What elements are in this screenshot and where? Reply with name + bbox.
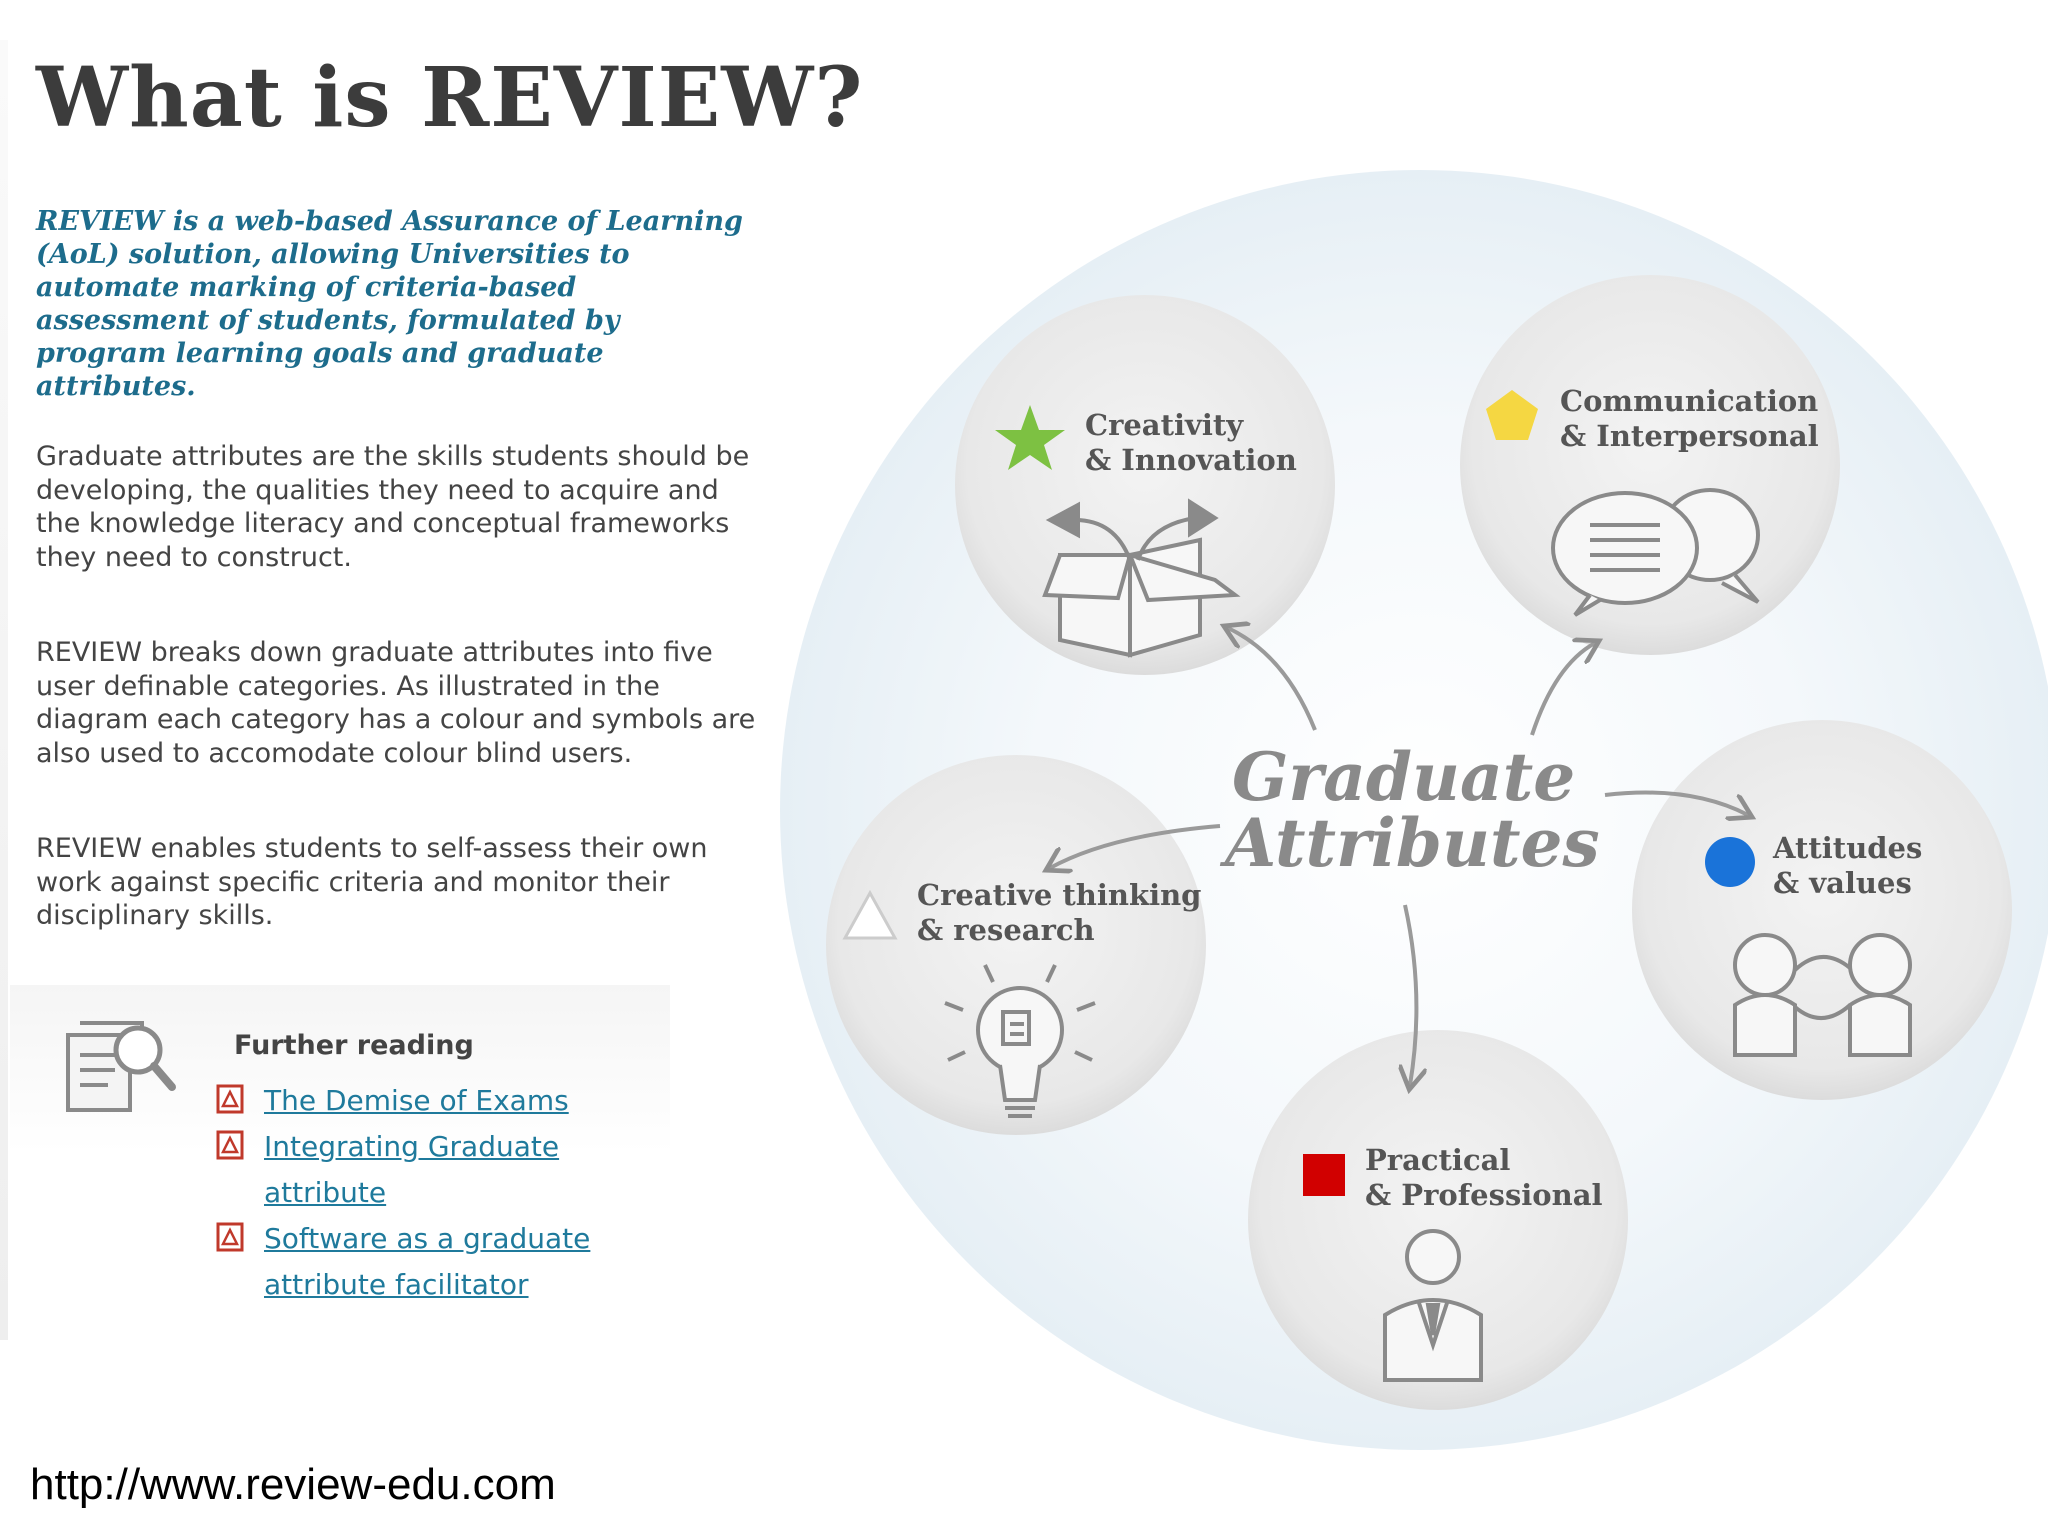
creativity-label-2: & Innovation — [1085, 443, 1297, 477]
bubble-attitudes — [1632, 720, 2012, 1100]
bubble-creative-thinking — [826, 755, 1206, 1135]
link-software-as-facilitator[interactable]: Software as a graduate attribute facilit… — [264, 1222, 591, 1301]
link-integrating-graduate-attribute[interactable]: Integrating Graduate attribute — [264, 1130, 560, 1209]
arrow-to-attitudes — [1604, 790, 1748, 816]
reading-link-row-2: Integrating Graduate attribute — [214, 1124, 594, 1216]
reading-link-row-1: The Demise of Exams — [214, 1078, 624, 1124]
pdf-icon — [216, 1222, 244, 1252]
arrow-to-creativity — [1228, 628, 1317, 731]
people-exchange-icon — [1733, 933, 1912, 1057]
intro-text: REVIEW is a web-based Assurance of Learn… — [36, 206, 743, 402]
circle-symbol-icon — [1705, 837, 1755, 887]
link-demise-of-exams[interactable]: The Demise of Exams — [264, 1084, 569, 1117]
square-symbol-icon — [1303, 1154, 1345, 1196]
paragraph-3: REVIEW enables students to self-assess t… — [36, 833, 708, 931]
practical-label-2: & Professional — [1365, 1178, 1603, 1212]
center-title-line2: Attributes — [1219, 804, 1600, 882]
arrow-to-practical — [1405, 904, 1416, 1085]
paragraph-2: REVIEW breaks down graduate attributes i… — [36, 637, 756, 769]
reading-link-row-3: Software as a graduate attribute facilit… — [214, 1216, 644, 1308]
pdf-icon — [216, 1130, 244, 1160]
creative-thinking-label-2: & research — [917, 913, 1095, 947]
attitudes-label-2: & values — [1773, 866, 1912, 900]
communication-label-1: Communication — [1560, 384, 1818, 418]
communication-label-2: & Interpersonal — [1560, 419, 1819, 453]
document-search-icon — [66, 1021, 176, 1112]
page-title: What is REVIEW? — [36, 50, 864, 146]
arrow-to-creative-thinking — [1050, 824, 1221, 868]
creative-thinking-label-1: Creative thinking — [917, 878, 1201, 912]
pdf-icon — [216, 1084, 244, 1114]
creativity-label-1: Creativity — [1085, 408, 1244, 442]
arrow-to-communication — [1530, 643, 1595, 736]
left-edge-bar — [0, 40, 8, 1340]
center-title-line1: Graduate — [1232, 738, 1575, 816]
paragraph-1: Graduate attributes are the skills stude… — [36, 441, 750, 573]
speech-bubbles-icon — [1551, 488, 1760, 617]
professional-person-icon — [1383, 1229, 1483, 1382]
source-url: http://www.review-edu.com — [30, 1460, 556, 1509]
practical-label-1: Practical — [1365, 1143, 1510, 1177]
star-symbol-icon — [995, 405, 1065, 470]
bubble-practical — [1248, 1030, 1628, 1410]
triangle-symbol-icon — [842, 889, 898, 940]
open-box-icon — [1042, 498, 1241, 658]
pentagon-symbol-icon — [1486, 390, 1538, 440]
lightbulb-icon — [944, 964, 1096, 1118]
attitudes-label-1: Attitudes — [1772, 831, 1922, 865]
further-reading-title: Further reading — [234, 1030, 474, 1061]
